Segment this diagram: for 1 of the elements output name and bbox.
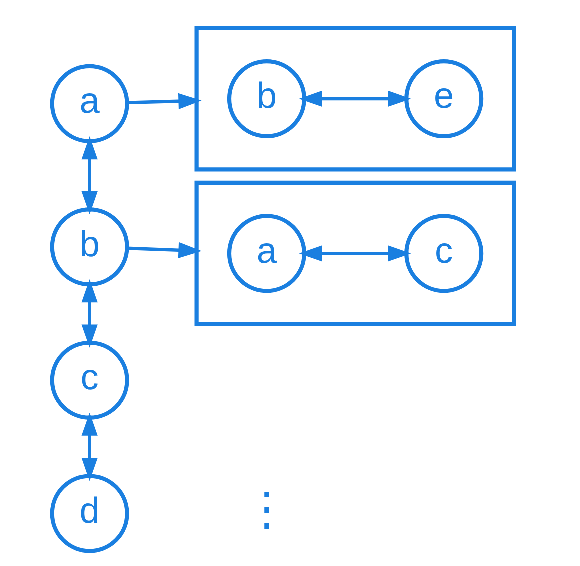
label: ⋮ xyxy=(244,483,290,536)
